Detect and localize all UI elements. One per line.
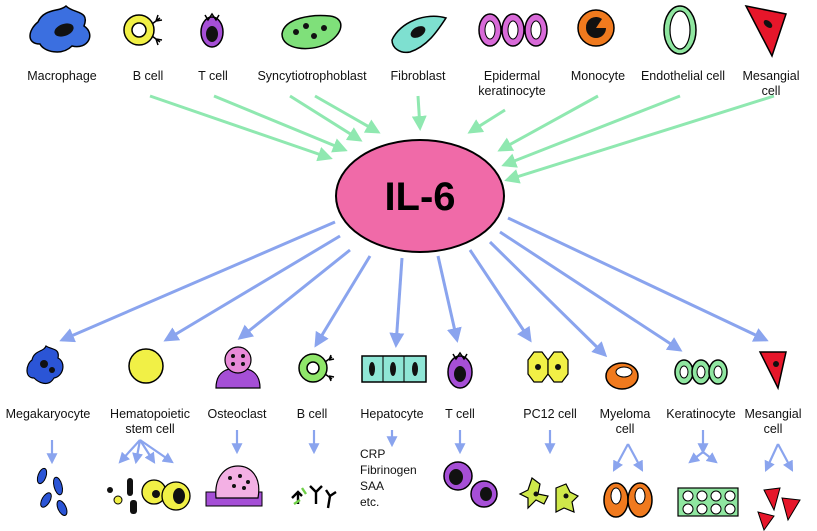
platelets-blue-icon [36, 467, 68, 516]
outcome-arrow [118, 439, 141, 464]
outcome-arrow [688, 451, 704, 464]
t-cell-purple-top-icon [200, 12, 224, 48]
producer-label-line2: keratinocyte [478, 84, 545, 98]
t-cell-purple-icon [447, 351, 473, 389]
hematopoietic-yellow-circle-icon [128, 348, 164, 384]
producer-label: B cell [133, 69, 164, 83]
keratinocyte-proliferation-icon [677, 487, 739, 517]
outcome-arrows [46, 430, 794, 472]
target-arrow [314, 255, 372, 348]
producer-arrow [213, 94, 348, 153]
target-arrows [59, 216, 769, 358]
producer-arrow [289, 94, 363, 142]
myeloma-proliferation-icon [603, 482, 653, 518]
target-arrow [436, 255, 462, 343]
target-label: Hematopoietic [110, 407, 190, 421]
target-label: T cell [445, 407, 475, 421]
producer-label: T cell [198, 69, 228, 83]
hepatocyte-product: etc. [360, 495, 379, 509]
activated-t-cells-purple-icon [443, 461, 498, 508]
producer-arrow [411, 95, 427, 131]
mesangial-proliferation-icon [757, 487, 801, 531]
il6-node: IL-6 [335, 139, 505, 253]
producer-labels: Macrophage B cell T cell Syncytiotrophoblas… [27, 69, 799, 98]
producer-arrow [314, 94, 381, 134]
target-arrow [163, 234, 341, 342]
il6-label: IL-6 [384, 175, 455, 219]
target-label: Hepatocyte [360, 407, 423, 421]
target-label: Megakaryocyte [6, 407, 91, 421]
macrophage-blue-blob-icon [29, 4, 91, 53]
myeloma-orange-icon [605, 362, 639, 390]
target-arrow [468, 249, 532, 343]
target-label-line2: cell [764, 422, 783, 436]
osteoclast-resorption-icon [205, 465, 263, 507]
producer-arrow [467, 108, 506, 134]
target-label: Myeloma [600, 407, 651, 421]
producer-label: Endothelial cell [641, 69, 725, 83]
outcome-arrow [702, 451, 718, 464]
target-label-line2: stem cell [125, 422, 174, 436]
il6-ellipse [335, 139, 505, 253]
mesangial-red-triangle-icon [758, 351, 787, 391]
target-label: Osteoclast [207, 407, 267, 421]
outcome-arrow [139, 439, 156, 464]
outcome-arrow [132, 439, 143, 465]
differentiated-blood-cells-icon [107, 478, 191, 514]
antibodies-icon [291, 485, 337, 509]
producer-label: Macrophage [27, 69, 97, 83]
producer-arrow [504, 94, 775, 184]
endothelial-green-vessel-icon [663, 5, 697, 55]
producer-label: Mesangial [743, 69, 800, 83]
producer-arrows [149, 94, 775, 184]
hepatocyte-teal-row-icon [361, 355, 427, 383]
producer-label: Fibroblast [391, 69, 446, 83]
outcome-arrow [612, 443, 629, 472]
osteoclast-pink-purple-icon [215, 346, 261, 389]
pc12-yellow-hexagons-icon [527, 351, 569, 383]
producer-arrow [149, 94, 333, 162]
target-arrow [499, 230, 683, 352]
hepatocyte-product: Fibrinogen [360, 463, 417, 477]
target-arrow [488, 240, 608, 358]
producer-label: Syncytiotrophoblast [257, 69, 367, 83]
target-label-line2: cell [616, 422, 635, 436]
target-arrow [237, 248, 351, 340]
producer-label-line2: cell [762, 84, 781, 98]
target-arrow [507, 216, 769, 342]
outcome-arrow [139, 439, 174, 464]
target-label: PC12 cell [523, 407, 577, 421]
syncytiotrophoblast-green-icon [281, 14, 342, 50]
neurite-pc12-cells-icon [518, 477, 580, 513]
monocyte-orange-icon [577, 9, 615, 47]
target-label: Mesangial [745, 407, 802, 421]
producer-label: Epidermal [484, 69, 540, 83]
producer-arrow [497, 94, 599, 152]
outcome-arrow [627, 443, 644, 472]
megakaryocyte-blue-icon [26, 345, 64, 385]
keratinocyte-green-trio-icon [674, 359, 728, 385]
producer-arrow [501, 94, 681, 168]
mesangial-red-triangle-top-icon [744, 4, 787, 58]
b-cell-green-ring-icon [298, 353, 335, 383]
target-arrow [59, 220, 336, 343]
target-label: Keratinocyte [666, 407, 736, 421]
outcome-arrow [764, 443, 779, 472]
fibroblast-teal-spindle-icon [391, 15, 448, 54]
hepatocyte-product: CRP [360, 447, 385, 461]
b-cell-yellow-ring-icon [123, 14, 163, 46]
outcome-arrow [777, 443, 794, 472]
target-label: B cell [297, 407, 328, 421]
epidermal-keratinocyte-purple-trio-icon [478, 13, 548, 47]
target-arrow [389, 257, 405, 348]
producer-label: Monocyte [571, 69, 625, 83]
hepatocyte-product: SAA [360, 479, 384, 493]
